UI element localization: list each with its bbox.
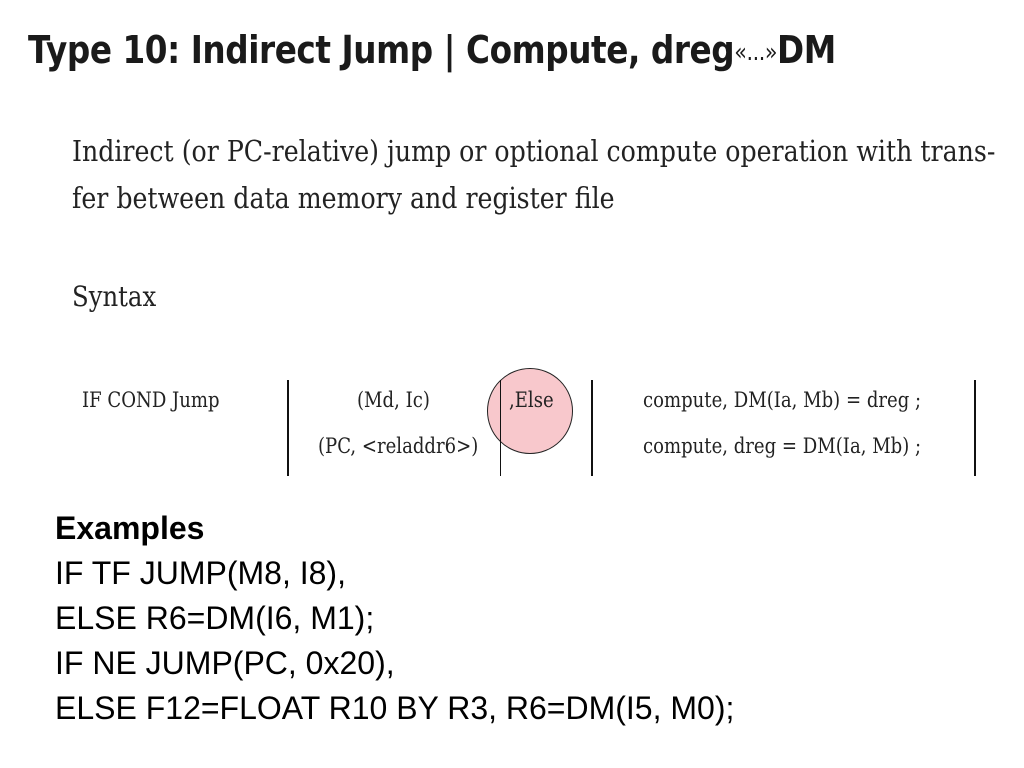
description-line: Indirect (or PC-relative) jump or option… xyxy=(72,134,996,168)
syntax-else-label: ,Else xyxy=(509,388,554,412)
syntax-condition: IF COND Jump xyxy=(82,388,220,412)
syntax-operation: compute, DM(Ia, Mb) = dreg ; xyxy=(643,388,922,412)
divider-line xyxy=(974,380,976,476)
description-line: fer between data memory and register fil… xyxy=(72,181,615,215)
example-line: IF TF JUMP(M8, I8), xyxy=(55,555,346,591)
title-main: Type 10: Indirect Jump | Compute, dreg xyxy=(28,28,735,72)
syntax-operation: compute, dreg = DM(Ia, Mb) ; xyxy=(643,434,922,458)
example-line: ELSE F12=FLOAT R10 BY R3, R6=DM(I5, M0); xyxy=(55,690,735,726)
examples-heading: Examples xyxy=(55,510,205,546)
description: Indirect (or PC-relative) jump or option… xyxy=(72,128,996,222)
title-chevrons: «...» xyxy=(734,38,778,66)
page-title: Type 10: Indirect Jump | Compute, dreg«.… xyxy=(28,28,836,72)
divider-line xyxy=(591,380,593,476)
divider-line xyxy=(500,380,501,476)
else-highlight-circle xyxy=(487,368,573,454)
syntax-target: (Md, Ic) xyxy=(357,388,430,412)
divider-line xyxy=(287,380,289,476)
example-line: ELSE R6=DM(I6, M1); xyxy=(55,600,375,636)
syntax-heading: Syntax xyxy=(72,280,157,313)
examples-block: Examples IF TF JUMP(M8, I8), ELSE R6=DM(… xyxy=(55,506,734,731)
syntax-target: (PC, <reladdr6>) xyxy=(318,434,479,458)
example-line: IF NE JUMP(PC, 0x20), xyxy=(55,645,395,681)
title-tail: DM xyxy=(777,28,836,72)
